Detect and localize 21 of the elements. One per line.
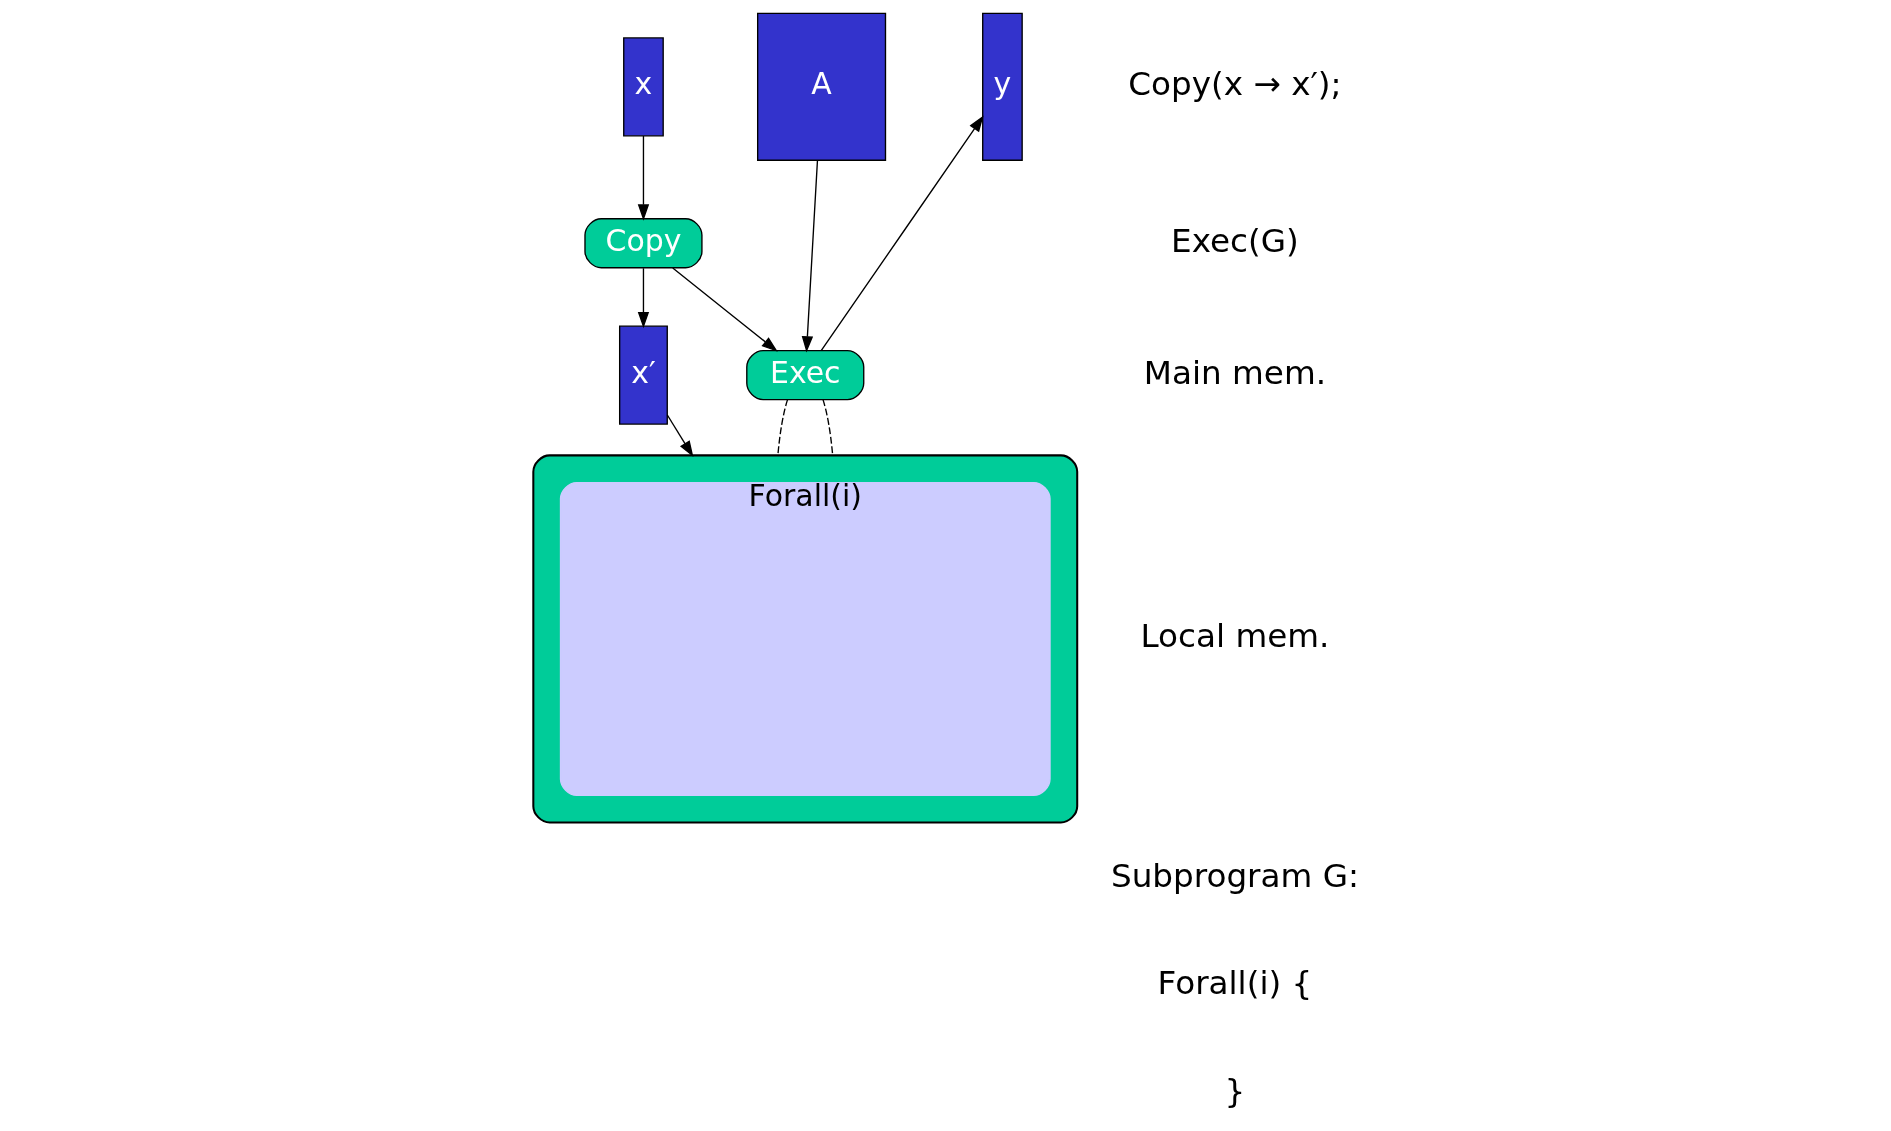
node-box: y	[981, 12, 1023, 161]
label: Copy(x → x′);	[1127, 65, 1342, 104]
node-box: Exec	[745, 350, 864, 401]
node-box: A	[756, 12, 886, 161]
label: }	[1224, 1071, 1245, 1110]
arrow	[801, 159, 818, 353]
node-box: x	[622, 37, 664, 137]
arrow	[637, 135, 649, 221]
node-box: x′	[618, 325, 668, 425]
arrow	[637, 267, 649, 329]
arrow	[666, 414, 693, 458]
label: Main mem.	[1143, 353, 1326, 392]
arrow	[820, 115, 984, 352]
node-box: Forall(i)	[559, 481, 1051, 796]
node-box: Copy	[583, 218, 703, 269]
label: Forall(i) {	[1157, 964, 1312, 1003]
arrow	[671, 267, 778, 352]
label: Subprogram G:	[1110, 856, 1359, 895]
label: Exec(G)	[1170, 221, 1299, 260]
label: Local mem.	[1139, 617, 1329, 656]
cluster	[531, 454, 1078, 824]
